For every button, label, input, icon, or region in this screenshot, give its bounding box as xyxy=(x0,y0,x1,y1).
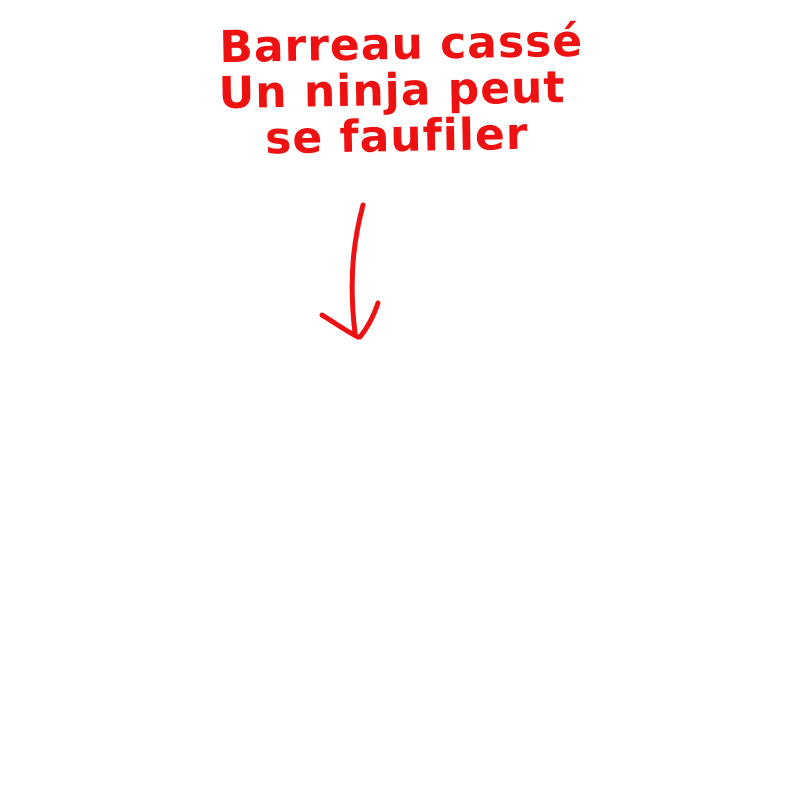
arrow-down-icon xyxy=(319,202,381,340)
arrow-head-left xyxy=(319,312,361,340)
arrow-head-right xyxy=(357,300,381,340)
handwritten-annotation: Barreau cassé Un ninja peut se faufiler xyxy=(0,15,800,167)
arrow-shaft xyxy=(349,202,366,336)
